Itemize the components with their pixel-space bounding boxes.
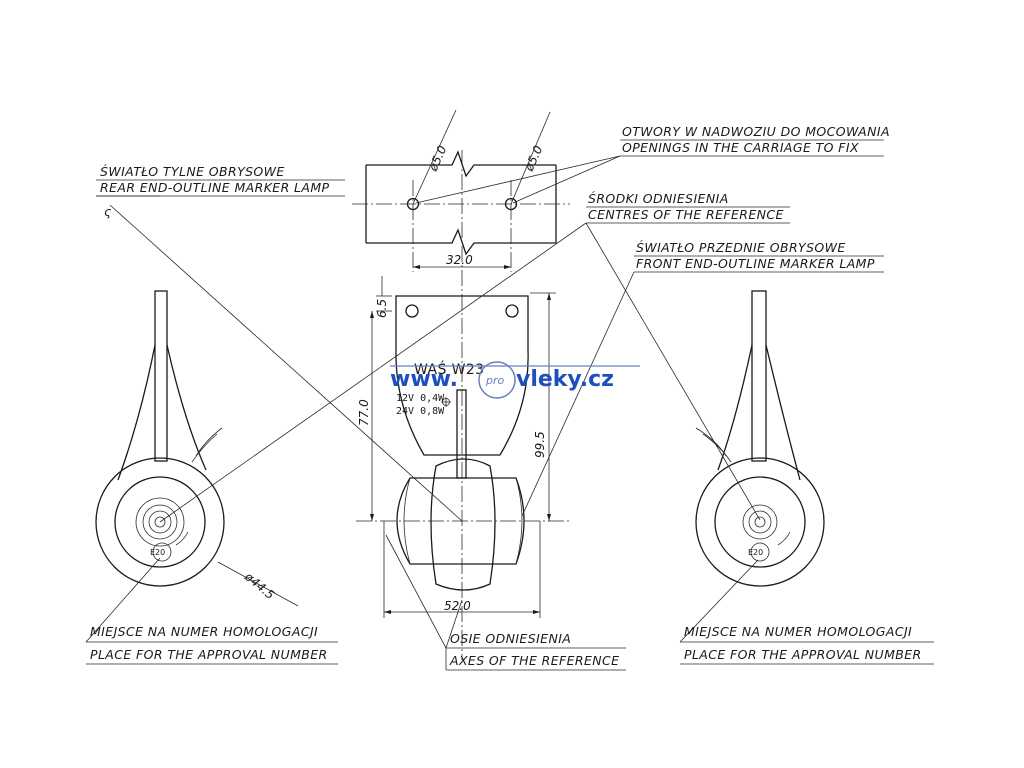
diagonal-dim: 99.5 <box>533 431 547 458</box>
rating-12v: 12V 0,4W <box>396 393 445 404</box>
bracket-hole-left <box>405 304 419 318</box>
watermark: www. pro vleky.cz <box>390 361 640 399</box>
annotation-labels: ŚWIATŁO TYLNE OBRYSOWE REAR END-OUTLINE … <box>90 124 922 668</box>
fixing-holes-label-en: OPENINGS IN THE CARRIAGE TO FIX <box>622 140 859 155</box>
approval-left-label-pl: MIEJSCE NA NUMER HOMOLOGACJI <box>90 624 318 639</box>
top-offset-dim: 6.5 <box>375 299 389 318</box>
leader-lines <box>85 139 934 671</box>
watermark-prefix: www. <box>390 367 458 392</box>
rating-24v: 24V 0,8W <box>396 406 445 417</box>
rear-lamp-view: E20 ø44.5 <box>95 290 299 607</box>
reference-centres-label-en: CENTRES OF THE REFERENCE <box>588 207 784 222</box>
reference-centres-label-pl: ŚRODKI ODNIESIENIA <box>588 191 729 206</box>
approval-mark-right: E20 <box>748 548 763 557</box>
hole-dia-2: ø5.0 <box>522 143 546 174</box>
lamp-front-view: WAŚ W23 12V 0,4W 24V 0,8W 6.5 77.0 99.5 … <box>356 276 572 618</box>
height-dim: 77.0 <box>357 399 371 426</box>
rear-lamp-label-pl: ŚWIATŁO TYLNE OBRYSOWE <box>100 164 285 179</box>
wire-tag: ς <box>104 204 112 219</box>
model-marking: WAŚ W23 <box>414 360 484 378</box>
width-dim: 52.0 <box>444 599 471 613</box>
rear-lamp-outer <box>95 457 225 587</box>
front-lamp-label-en: FRONT END-OUTLINE MARKER LAMP <box>636 256 875 271</box>
front-lamp-view: E20 <box>695 290 825 587</box>
lamp-stem <box>456 389 467 479</box>
rear-lamp-label-en: REAR END-OUTLINE MARKER LAMP <box>100 180 330 195</box>
reference-axes-label-en: AXES OF THE REFERENCE <box>449 653 619 668</box>
front-lamp-outer <box>695 457 825 587</box>
lamp-bracket <box>395 295 529 456</box>
watermark-suffix: vleky.cz <box>516 367 614 392</box>
front-lamp-label-pl: ŚWIATŁO PRZEDNIE OBRYSOWE <box>636 240 846 255</box>
approval-left-label-en: PLACE FOR THE APPROVAL NUMBER <box>90 647 328 662</box>
reference-axes-label-pl: OSIE ODNIESIENIA <box>450 631 571 646</box>
approval-right-label-en: PLACE FOR THE APPROVAL NUMBER <box>684 647 922 662</box>
bracket-hole-right <box>505 304 519 318</box>
fixing-holes-label-pl: OTWORY W NADWOZIU DO MOCOWANIA <box>622 124 890 139</box>
approval-right-label-pl: MIEJSCE NA NUMER HOMOLOGACJI <box>684 624 912 639</box>
lens-dia-dim: ø44.5 <box>241 569 277 602</box>
approval-mark-left: E20 <box>150 548 165 557</box>
hole-spacing-dim: 32.0 <box>446 253 473 267</box>
hole-dia-1: ø5.0 <box>426 143 450 174</box>
watermark-pro: pro <box>485 374 505 387</box>
